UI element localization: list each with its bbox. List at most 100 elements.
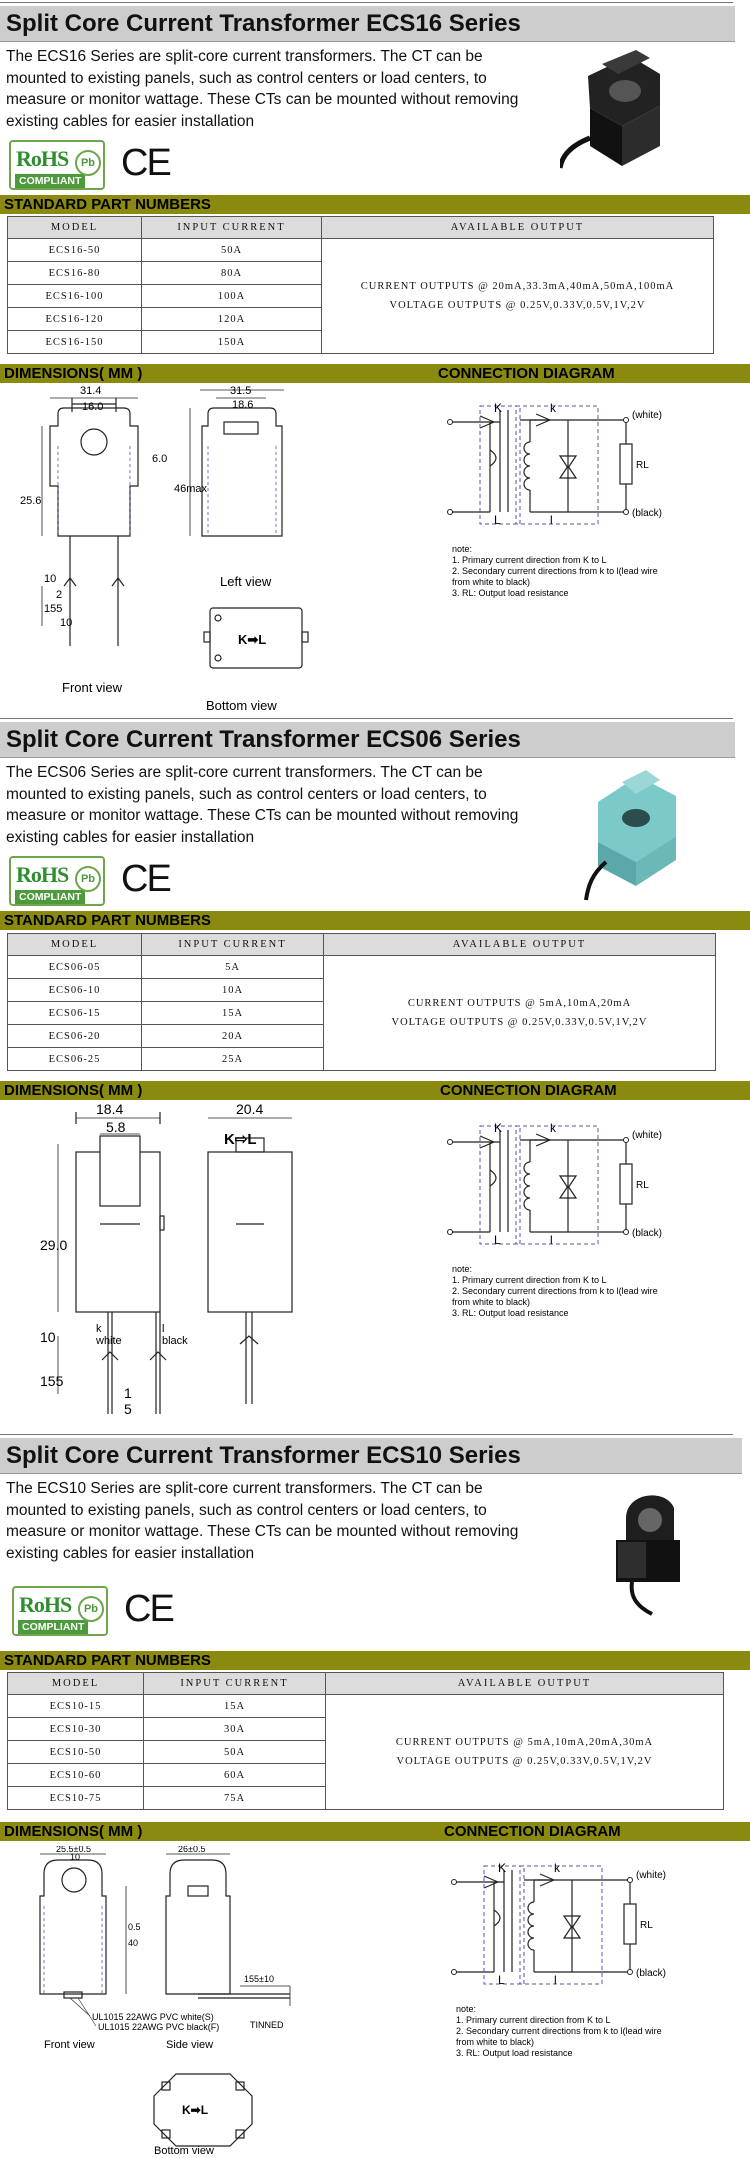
model-cell: ECS06-15	[7, 1001, 142, 1025]
desc-line: measure or monitor wattage. These CTs ca…	[6, 1523, 519, 1540]
rohs-text: RoHS	[16, 862, 69, 887]
section-heading: DIMENSIONS( MM )	[4, 1823, 143, 1840]
terminal-label: l	[554, 1973, 557, 1987]
view-label: Bottom view	[154, 2145, 214, 2156]
top-rule	[0, 2, 733, 3]
dim-label: 10	[60, 617, 72, 629]
product-title: Split Core Current Transformer ECS16 Ser…	[6, 10, 521, 37]
dim-label: 25.6	[20, 495, 41, 507]
section-heading: STANDARD PART NUMBERS	[4, 196, 211, 213]
view-label: Front view	[44, 2039, 95, 2051]
dim-label: 40	[128, 1938, 138, 1948]
lead-label: TINNED	[250, 2020, 284, 2030]
dim-label: 20.4	[236, 1104, 263, 1117]
pb-free-icon: Pb	[75, 866, 101, 892]
model-cell: ECS10-50	[7, 1740, 144, 1764]
output-line: VOLTAGE OUTPUTS @ 0.25V,0.33V,0.5V,1V,2V	[396, 1756, 653, 1767]
load-label: RL	[636, 460, 649, 471]
input-cell: 50A	[141, 238, 322, 262]
dim-label: 155	[44, 603, 62, 615]
view-label: Side view	[166, 2039, 213, 2051]
input-cell: 150A	[141, 330, 322, 354]
product-description: The ECS10 Series are split-core current …	[6, 1478, 566, 1564]
wire-label: (black)	[632, 1228, 662, 1239]
section-bar: DIMENSIONS( MM ) CONNECTION DIAGRAM	[0, 1081, 750, 1100]
dim-label: 10	[70, 1852, 80, 1862]
note-line: 2. Secondary current directions from k t…	[456, 2026, 662, 2036]
section-bar: DIMENSIONS( MM ) CONNECTION DIAGRAM	[0, 364, 750, 383]
terminal-label: L	[498, 1973, 505, 1987]
dim-label: 31.5	[230, 386, 251, 397]
part-numbers-table: MODEL INPUT CURRENT AVAILABLE OUTPUT ECS…	[7, 933, 716, 1071]
connection-diagram-ecs16: K L k l (white) (black) RL note: 1. Prim…	[447, 401, 662, 598]
terminal-label: k	[550, 401, 557, 415]
model-cell: ECS10-15	[7, 1694, 144, 1718]
dim-label: 18.4	[96, 1104, 123, 1117]
model-cell: ECS16-100	[7, 284, 142, 308]
product-title-bar: Split Core Current Transformer ECS16 Ser…	[0, 6, 735, 42]
output-line: CURRENT OUTPUTS @ 5mA,10mA,20mA	[407, 998, 632, 1009]
part-numbers-table: MODEL INPUT CURRENT AVAILABLE OUTPUT ECS…	[7, 216, 714, 354]
note-line: 3. RL: Output load resistance	[452, 588, 569, 598]
desc-line: existing cables for easier installation	[6, 1544, 255, 1562]
input-cell: 15A	[141, 1001, 324, 1025]
column-header: INPUT CURRENT	[141, 933, 324, 956]
pb-free-icon: Pb	[78, 1596, 104, 1622]
rohs-compliant-text: COMPLIANT	[15, 174, 86, 188]
ce-mark: CE	[124, 1588, 175, 1630]
product-title: Split Core Current Transformer ECS10 Ser…	[6, 1442, 521, 1469]
desc-line: measure or monitor wattage. These CTs ca…	[6, 807, 519, 824]
wire-label: black	[162, 1335, 188, 1347]
input-cell: 10A	[141, 978, 324, 1002]
input-cell: 50A	[143, 1740, 326, 1764]
output-line: VOLTAGE OUTPUTS @ 0.25V,0.33V,0.5V,1V,2V	[391, 1017, 648, 1028]
rohs-compliant-text: COMPLIANT	[18, 1620, 89, 1634]
column-header: MODEL	[7, 933, 142, 956]
desc-line: The ECS16 Series are split-core current …	[6, 48, 483, 65]
desc-line: The ECS10 Series are split-core current …	[6, 1480, 483, 1497]
output-cell: CURRENT OUTPUTS @ 5mA,10mA,20mA VOLTAGE …	[323, 955, 716, 1071]
desc-line: The ECS06 Series are split-core current …	[6, 764, 483, 781]
table-row: ECS16-50 50A CURRENT OUTPUTS @ 20mA,33.3…	[7, 238, 714, 354]
view-label: Bottom view	[206, 698, 277, 713]
view-label: Left view	[220, 574, 272, 589]
model-cell: ECS06-05	[7, 955, 142, 979]
terminal-label: K	[494, 1121, 502, 1135]
dim-label: 29.0	[40, 1237, 67, 1253]
output-line: CURRENT OUTPUTS @ 20mA,33.3mA,40mA,50mA,…	[360, 281, 675, 292]
lead-label: UL1015 22AWG PVC black(F)	[98, 2022, 219, 2032]
note-line: note:	[452, 544, 472, 554]
input-cell: 100A	[141, 284, 322, 308]
kl-direction: K⇨L	[224, 1131, 257, 1148]
note-line: 1. Primary current direction from K to L	[456, 2015, 611, 2025]
table-row: ECS06-05 5A CURRENT OUTPUTS @ 5mA,10mA,2…	[7, 955, 716, 1071]
note-line: 1. Primary current direction from K to L	[452, 555, 607, 565]
load-label: RL	[640, 1920, 653, 1931]
section-bar: STANDARD PART NUMBERS	[0, 195, 750, 214]
section-bar: STANDARD PART NUMBERS	[0, 911, 750, 930]
section-heading: CONNECTION DIAGRAM	[438, 365, 615, 382]
output-line: VOLTAGE OUTPUTS @ 0.25V,0.33V,0.5V,1V,2V	[389, 300, 646, 311]
note-line: note:	[452, 1264, 472, 1274]
wire-label: k	[96, 1323, 102, 1335]
dim-label: 0.5	[128, 1922, 141, 1932]
desc-line: mounted to existing panels, such as cont…	[6, 1501, 487, 1519]
model-cell: ECS10-30	[7, 1717, 144, 1741]
table-row: ECS10-15 15A CURRENT OUTPUTS @ 5mA,10mA,…	[7, 1694, 724, 1810]
terminal-label: l	[550, 1233, 553, 1247]
terminal-label: K	[498, 1861, 506, 1875]
output-cell: CURRENT OUTPUTS @ 20mA,33.3mA,40mA,50mA,…	[321, 238, 714, 354]
input-cell: 20A	[141, 1024, 324, 1048]
section-heading: CONNECTION DIAGRAM	[444, 1823, 621, 1840]
column-header: AVAILABLE OUTPUT	[325, 1672, 724, 1695]
rohs-text: RoHS	[19, 1592, 72, 1617]
product-title: Split Core Current Transformer ECS06 Ser…	[6, 726, 521, 753]
product-description: The ECS06 Series are split-core current …	[6, 762, 566, 848]
input-cell: 75A	[143, 1786, 326, 1810]
wire-label: l	[162, 1323, 164, 1335]
section-heading: DIMENSIONS( MM )	[4, 365, 143, 382]
